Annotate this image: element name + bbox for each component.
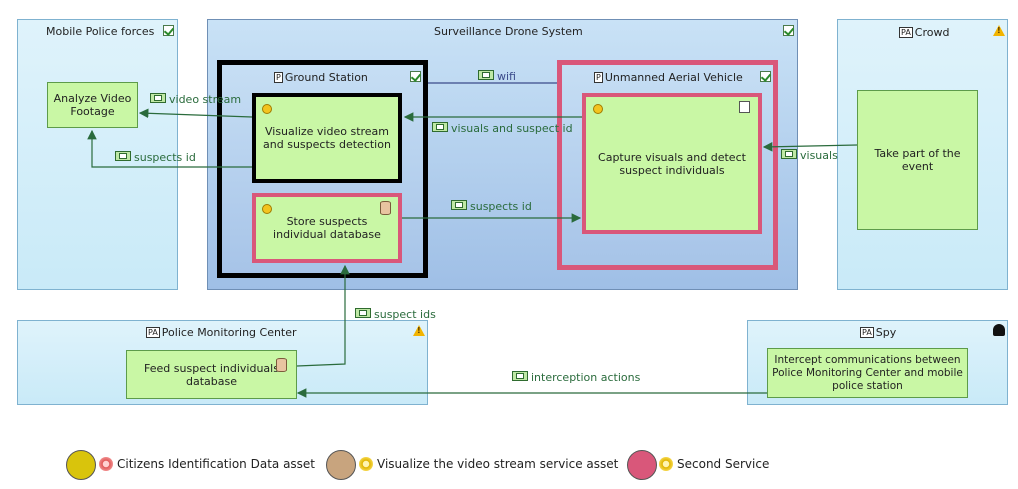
exchange-label-suspect-ids: suspect ids — [355, 308, 436, 321]
warning-icon — [993, 25, 1005, 36]
exchange-label-wifi-text: wifi — [497, 70, 516, 83]
check-icon — [760, 71, 771, 82]
exchange-port-icon — [451, 200, 467, 210]
spy-icon — [993, 324, 1005, 336]
physical-component-icon: P — [274, 72, 283, 83]
legend-swatch-second — [627, 450, 657, 480]
document-icon — [739, 101, 750, 113]
database-icon — [380, 201, 391, 215]
function-visualize-stream-label: Visualize video stream and suspects dete… — [263, 125, 391, 151]
system-title: Surveillance Drone System — [434, 25, 583, 38]
physical-actor-icon: PA — [146, 327, 160, 338]
function-capture-visuals[interactable]: Capture visuals and detect suspect indiv… — [582, 93, 762, 234]
exchange-port-icon — [115, 151, 131, 161]
function-feed-database[interactable]: Feed suspect individuals database — [126, 350, 297, 399]
check-icon — [410, 71, 421, 82]
exchange-port-icon — [512, 371, 528, 381]
exchange-port-icon — [150, 93, 166, 103]
exchange-port-icon — [478, 70, 494, 80]
function-capture-visuals-label: Capture visuals and detect suspect indiv… — [598, 150, 746, 177]
red-flower-icon — [99, 457, 113, 471]
function-visualize-stream[interactable]: Visualize video stream and suspects dete… — [252, 93, 402, 183]
function-analyze-video[interactable]: Analyze Video Footage — [47, 82, 138, 128]
legend-swatch-visualize — [326, 450, 356, 480]
exchange-label-visuals-suspect-text: visuals and suspect id — [451, 122, 573, 135]
exchange-label-suspect-ids-text: suspect ids — [374, 308, 436, 321]
uav-title-text: Unmanned Aerial Vehicle — [604, 71, 743, 84]
legend-swatch-citizens — [66, 450, 96, 480]
database-icon — [276, 358, 287, 372]
legend-label-second: Second Service — [677, 457, 770, 471]
physical-component-icon: P — [594, 72, 603, 83]
exchange-label-interception-text: interception actions — [531, 371, 641, 384]
warning-icon — [413, 325, 425, 336]
exchange-label-video-stream-text: video stream — [169, 93, 242, 106]
asset-dot-icon — [262, 204, 272, 214]
function-store-database-label: Store suspects individual database — [273, 215, 381, 241]
function-take-part-label: Take part of the event — [874, 147, 961, 173]
function-take-part[interactable]: Take part of the event — [857, 90, 978, 230]
function-intercept[interactable]: Intercept communications between Police … — [767, 348, 968, 398]
function-analyze-video-label: Analyze Video Footage — [53, 92, 132, 118]
legend-label-citizens: Citizens Identification Data asset — [117, 457, 316, 471]
exchange-label-wifi: wifi — [478, 70, 516, 83]
ground-station-title-text: Ground Station — [284, 71, 368, 84]
exchange-port-icon — [432, 122, 448, 132]
legend: Citizens Identification Data asset Visua… — [60, 448, 820, 482]
exchange-label-visuals-text: visuals — [800, 149, 838, 162]
yellow-flower-icon — [659, 457, 673, 471]
exchange-label-video-stream: video stream — [150, 93, 241, 106]
exchange-label-visuals-suspect: visuals and suspect id — [432, 122, 573, 135]
exchange-label-suspects-id-left-text: suspects id — [134, 151, 196, 164]
function-intercept-label: Intercept communications between Police … — [772, 353, 963, 392]
actor-monitoring-center-title-text: Police Monitoring Center — [161, 326, 297, 339]
physical-actor-icon: PA — [860, 327, 874, 338]
function-store-database[interactable]: Store suspects individual database — [252, 193, 402, 263]
exchange-label-interception: interception actions — [512, 371, 640, 384]
legend-label-visualize: Visualize the video stream service asset — [377, 457, 619, 471]
exchange-port-icon — [781, 149, 797, 159]
asset-dot-icon — [262, 104, 272, 114]
check-icon — [163, 25, 174, 36]
physical-actor-icon: PA — [899, 27, 913, 38]
exchange-label-visuals: visuals — [781, 149, 838, 162]
exchange-label-suspects-id-mid-text: suspects id — [470, 200, 532, 213]
exchange-port-icon — [355, 308, 371, 318]
actor-mobile-police-title: Mobile Police forces — [46, 25, 155, 38]
actor-spy-title-text: Spy — [875, 326, 897, 339]
actor-crowd-title-text: Crowd — [914, 26, 950, 39]
asset-dot-icon — [593, 104, 603, 114]
check-icon — [783, 25, 794, 36]
exchange-label-suspects-id-mid: suspects id — [451, 200, 532, 213]
function-feed-database-label: Feed suspect individuals database — [144, 361, 279, 388]
yellow-flower-icon — [359, 457, 373, 471]
exchange-label-suspects-id-left: suspects id — [115, 151, 196, 164]
